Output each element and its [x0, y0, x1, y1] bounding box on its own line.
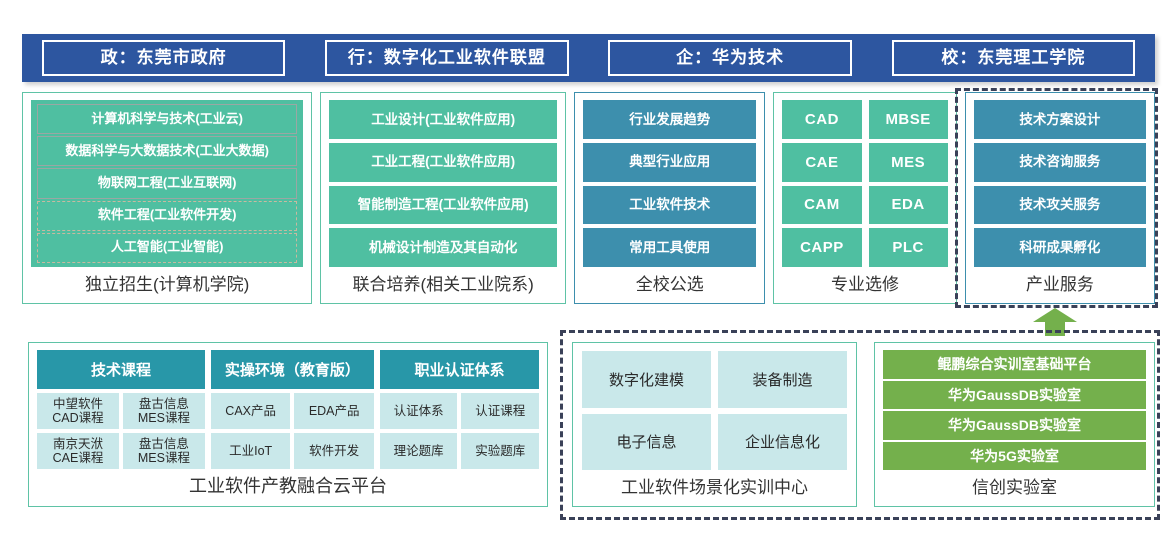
- table-header-practice-env: 实操环境（教育版）: [210, 350, 374, 389]
- cell-software-dev[interactable]: 软件开发: [294, 433, 374, 469]
- table-row: 理论题库 实验题库: [379, 433, 540, 469]
- panel-joint-training: 工业设计(工业软件应用) 工业工程(工业软件应用) 智能制造工程(工业软件应用)…: [320, 92, 567, 304]
- major-chip-cs[interactable]: 计算机科学与技术(工业云): [37, 104, 298, 135]
- table-group-certification: 职业认证体系 认证体系 认证课程 理论题库 实验题库: [379, 350, 540, 469]
- panel-caption-professional-electives: 专业选修: [831, 275, 900, 294]
- training-center-grid: 数字化建模 装备制造 电子信息 企业信息化: [582, 351, 847, 470]
- panel-joint-training-body: 工业设计(工业软件应用) 工业工程(工业软件应用) 智能制造工程(工业软件应用)…: [329, 100, 558, 267]
- joint-chip-mechanical-design[interactable]: 机械设计制造及其自动化: [329, 228, 558, 267]
- cell-zwsoft-cad[interactable]: 中望软件 CAD课程: [37, 393, 119, 429]
- cell-pangu-mes-2[interactable]: 盘古信息 MES课程: [122, 433, 205, 469]
- major-chip-software[interactable]: 软件工程(工业软件开发): [37, 200, 298, 231]
- panel-university-electives-body: 行业发展趋势 典型行业应用 工业软件技术 常用工具使用: [583, 100, 757, 267]
- table-row: 南京天洑 CAE课程 盘古信息 MES课程: [37, 433, 205, 469]
- table-rows-tech-courses: 中望软件 CAD课程 盘古信息 MES课程 南京天洑 CAE课程 盘古信息 ME…: [37, 393, 205, 469]
- header-chip-industry[interactable]: 行：数字化工业软件联盟: [325, 40, 569, 76]
- cell-pangu-mes-1[interactable]: 盘古信息 MES课程: [122, 393, 205, 429]
- pro-chip-mbse[interactable]: MBSE: [868, 100, 948, 139]
- header-cell-government: 政：东莞市政府: [22, 40, 305, 76]
- panel-cloud-platform: 技术课程 中望软件 CAD课程 盘古信息 MES课程 南京天洑 CAE课程 盘古…: [28, 342, 548, 507]
- elective-chip-typical-apps[interactable]: 典型行业应用: [583, 142, 757, 182]
- stakeholder-header-bar: 政：东莞市政府 行：数字化工业软件联盟 企：华为技术 校：东莞理工学院: [22, 34, 1155, 82]
- pro-chip-cad[interactable]: CAD: [782, 100, 862, 139]
- panel-caption-joint-training: 联合培养(相关工业院系): [352, 275, 534, 294]
- panel-caption-innovation-labs: 信创实验室: [972, 478, 1057, 497]
- training-cell-digital-modeling[interactable]: 数字化建模: [582, 351, 711, 408]
- service-chip-tech-breakthrough[interactable]: 技术攻关服务: [973, 185, 1146, 225]
- joint-chip-smart-manufacturing[interactable]: 智能制造工程(工业软件应用): [329, 185, 558, 225]
- cell-cax-product[interactable]: CAX产品: [210, 393, 291, 429]
- service-chip-solution-design[interactable]: 技术方案设计: [973, 100, 1146, 139]
- panel-professional-electives: CAD MBSE CAE MES CAM EDA CAPP PLC 专业选修: [773, 92, 957, 304]
- cell-tianfu-cae[interactable]: 南京天洑 CAE课程: [37, 433, 119, 469]
- training-cell-electronic-info[interactable]: 电子信息: [582, 413, 711, 470]
- pro-chip-mes[interactable]: MES: [868, 142, 948, 182]
- service-chip-consulting[interactable]: 技术咨询服务: [973, 142, 1146, 182]
- table-rows-practice-env: CAX产品 EDA产品 工业IoT 软件开发: [210, 393, 374, 469]
- header-chip-enterprise[interactable]: 企：华为技术: [608, 40, 852, 76]
- panel-caption-training-center: 工业软件场景化实训中心: [621, 478, 808, 497]
- panel-innovation-labs: 鲲鹏综合实训室基础平台 华为GaussDB实验室 华为GaussDB实验室 华为…: [874, 342, 1155, 507]
- joint-chip-industrial-design[interactable]: 工业设计(工业软件应用): [329, 100, 558, 139]
- cell-eda-product[interactable]: EDA产品: [294, 393, 374, 429]
- pro-chip-plc[interactable]: PLC: [868, 228, 948, 267]
- major-chip-iot[interactable]: 物联网工程(工业互联网): [37, 168, 298, 199]
- table-group-practice-env: 实操环境（教育版） CAX产品 EDA产品 工业IoT 软件开发: [210, 350, 374, 469]
- service-chip-research-incubation[interactable]: 科研成果孵化: [973, 228, 1146, 267]
- professional-electives-grid: CAD MBSE CAE MES CAM EDA CAPP PLC: [782, 100, 948, 267]
- panel-industry-services: 技术方案设计 技术咨询服务 技术攻关服务 科研成果孵化 产业服务: [964, 92, 1155, 304]
- header-chip-university[interactable]: 校：东莞理工学院: [891, 40, 1136, 76]
- table-row: 中望软件 CAD课程 盘古信息 MES课程: [37, 393, 205, 429]
- table-rows-certification: 认证体系 认证课程 理论题库 实验题库: [379, 393, 540, 469]
- pro-chip-cam[interactable]: CAM: [782, 185, 862, 225]
- elective-chip-common-tools[interactable]: 常用工具使用: [583, 228, 757, 267]
- pro-chip-cae[interactable]: CAE: [782, 142, 862, 182]
- panel-independent-admission-body: 计算机科学与技术(工业云) 数据科学与大数据技术(工业大数据) 物联网工程(工业…: [31, 100, 304, 267]
- cloud-platform-table: 技术课程 中望软件 CAD课程 盘古信息 MES课程 南京天洑 CAE课程 盘古…: [37, 350, 540, 469]
- panel-caption-cloud-platform: 工业软件产教融合云平台: [189, 476, 387, 496]
- table-group-tech-courses: 技术课程 中望软件 CAD课程 盘古信息 MES课程 南京天洑 CAE课程 盘古…: [37, 350, 205, 469]
- major-chip-bigdata[interactable]: 数据科学与大数据技术(工业大数据): [37, 136, 298, 167]
- lab-item-kunpeng-platform[interactable]: 鲲鹏综合实训室基础平台: [883, 350, 1146, 379]
- cell-lab-bank[interactable]: 实验题库: [461, 433, 540, 469]
- panel-caption-independent-admission: 独立招生(计算机学院): [84, 275, 250, 294]
- up-arrow-icon: [1032, 307, 1078, 337]
- cell-industrial-iot[interactable]: 工业IoT: [210, 433, 291, 469]
- header-cell-industry: 行：数字化工业软件联盟: [305, 40, 588, 76]
- training-cell-equipment-mfg[interactable]: 装备制造: [718, 351, 847, 408]
- cell-theory-bank[interactable]: 理论题库: [379, 433, 458, 469]
- joint-chip-industrial-engineering[interactable]: 工业工程(工业软件应用): [329, 142, 558, 182]
- panel-university-electives: 行业发展趋势 典型行业应用 工业软件技术 常用工具使用 全校公选: [574, 92, 766, 304]
- lab-item-huawei-5g[interactable]: 华为5G实验室: [883, 441, 1146, 470]
- table-row: CAX产品 EDA产品: [210, 393, 374, 429]
- table-header-certification: 职业认证体系: [379, 350, 540, 389]
- major-list-green-block: 计算机科学与技术(工业云) 数据科学与大数据技术(工业大数据) 物联网工程(工业…: [31, 100, 304, 267]
- training-cell-enterprise-info[interactable]: 企业信息化: [718, 413, 847, 470]
- innovation-lab-list: 鲲鹏综合实训室基础平台 华为GaussDB实验室 华为GaussDB实验室 华为…: [883, 350, 1146, 470]
- elective-chip-software-tech[interactable]: 工业软件技术: [583, 185, 757, 225]
- panel-industry-services-body: 技术方案设计 技术咨询服务 技术攻关服务 科研成果孵化: [973, 100, 1146, 267]
- programs-row: 计算机科学与技术(工业云) 数据科学与大数据技术(工业大数据) 物联网工程(工业…: [22, 92, 1155, 304]
- header-cell-enterprise: 企：华为技术: [589, 40, 872, 76]
- major-chip-ai[interactable]: 人工智能(工业智能): [37, 232, 298, 264]
- panel-caption-industry-services: 产业服务: [1025, 275, 1094, 294]
- table-row: 工业IoT 软件开发: [210, 433, 374, 469]
- panel-caption-university-electives: 全校公选: [635, 275, 704, 294]
- header-cell-university: 校：东莞理工学院: [872, 40, 1155, 76]
- header-chip-government[interactable]: 政：东莞市政府: [41, 40, 286, 76]
- pro-chip-eda[interactable]: EDA: [868, 185, 948, 225]
- cell-cert-system[interactable]: 认证体系: [379, 393, 458, 429]
- table-row: 认证体系 认证课程: [379, 393, 540, 429]
- lab-item-gaussdb-1[interactable]: 华为GaussDB实验室: [883, 380, 1146, 409]
- panel-independent-admission: 计算机科学与技术(工业云) 数据科学与大数据技术(工业大数据) 物联网工程(工业…: [22, 92, 313, 304]
- panel-training-center: 数字化建模 装备制造 电子信息 企业信息化 工业软件场景化实训中心: [572, 342, 857, 507]
- cell-cert-courses[interactable]: 认证课程: [461, 393, 540, 429]
- table-header-tech-courses: 技术课程: [37, 350, 205, 389]
- pro-chip-capp[interactable]: CAPP: [782, 228, 862, 267]
- elective-chip-industry-trends[interactable]: 行业发展趋势: [583, 100, 757, 139]
- lab-item-gaussdb-2[interactable]: 华为GaussDB实验室: [883, 411, 1146, 440]
